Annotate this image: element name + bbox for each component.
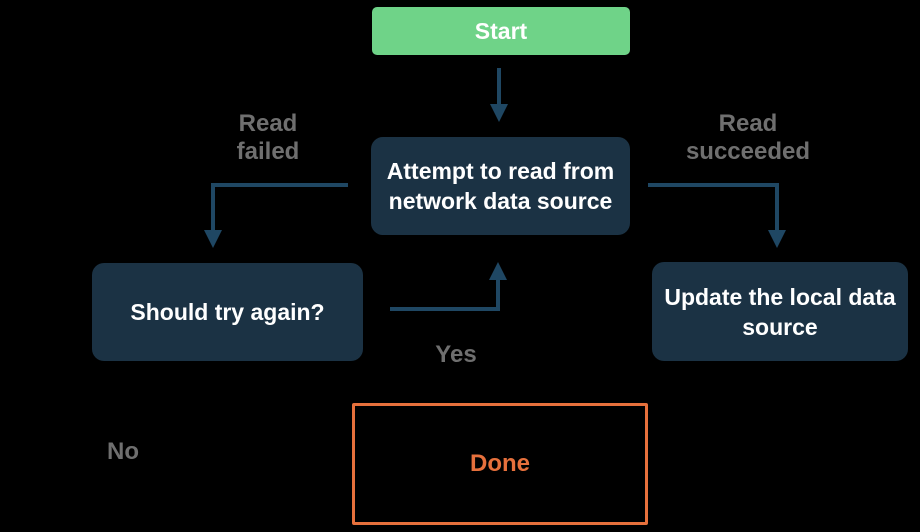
node-should-try-again-label: Should try again?: [130, 299, 325, 325]
arrow-read-failed: [211, 183, 348, 232]
edge-label-read-failed: Read failed: [236, 110, 300, 165]
node-attempt-read: Attempt to read from network data source: [371, 137, 630, 235]
arrow-read-failed-head: [204, 230, 222, 248]
node-attempt-read-label: Attempt to read from network data source: [386, 158, 615, 214]
node-done-label: Done: [470, 450, 530, 477]
arrow-read-succeeded-head: [768, 230, 786, 248]
arrow-start-to-attempt-head: [490, 104, 508, 122]
node-should-try-again: Should try again?: [92, 263, 363, 361]
edge-label-read-succeeded: Read succeeded: [685, 110, 811, 165]
arrow-yes: [390, 278, 500, 311]
node-start: Start: [372, 7, 630, 55]
edge-label-yes: Yes: [435, 341, 477, 368]
arrow-yes-head: [489, 262, 507, 280]
node-start-label: Start: [474, 18, 528, 44]
arrow-read-succeeded: [648, 183, 779, 232]
node-update-local-data: Update the local data source: [652, 262, 908, 361]
node-update-local-data-label: Update the local data source: [664, 283, 896, 340]
edge-label-no: No: [107, 438, 139, 465]
node-done: Done: [352, 403, 648, 525]
